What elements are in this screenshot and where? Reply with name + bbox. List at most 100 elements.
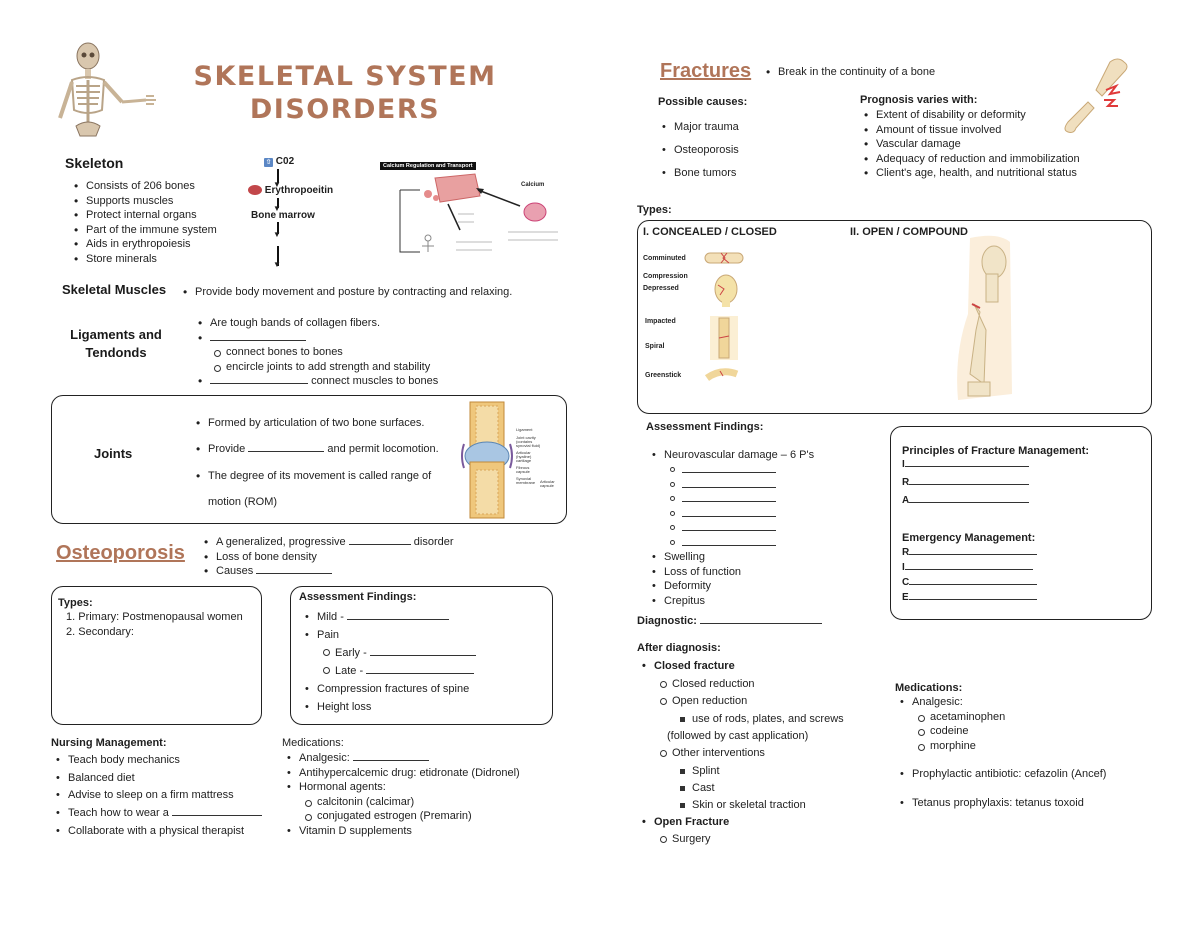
ligaments-heading: Ligaments and Tendonds — [55, 326, 177, 362]
blank-line — [909, 493, 1030, 503]
emergency-row: C — [902, 575, 1038, 590]
list-item: Amount of tissue involved — [860, 123, 1080, 138]
fracture-type-label: Compression — [643, 273, 688, 280]
closed-heading: I. CONCEALED / CLOSED — [643, 226, 777, 238]
list-item-text: Primary: Postmenopausal women — [78, 611, 243, 623]
list-item: •Teach body mechanics — [56, 754, 180, 766]
blank-line — [248, 442, 325, 452]
list-item: calcitonin (calcimar) — [303, 795, 520, 810]
management-box — [890, 426, 1152, 620]
list-item — [668, 478, 814, 493]
nursing-heading: Nursing Management: — [51, 737, 167, 749]
emergency-letter: E — [902, 592, 909, 603]
osteoporosis-list: A generalized, progressive disorder Loss… — [200, 535, 454, 579]
list-item: •Teach how to wear a — [54, 805, 262, 823]
emergency-letter: I — [902, 562, 905, 573]
joint-diagram: Ligament Joint cavity (contains synovial… — [460, 400, 560, 520]
list-item: morphine — [916, 739, 1106, 754]
list-item-blank: connect bones to bones encircle joints t… — [194, 331, 438, 375]
list-item-text: Secondary: — [78, 625, 134, 638]
list-item: •Pain — [305, 629, 340, 641]
list-item-blank: Provide and permit locomotion. — [192, 442, 439, 457]
blank-line — [904, 457, 1029, 467]
list-item-text: Teach how to wear a — [68, 807, 169, 820]
blank-line — [909, 575, 1038, 585]
list-item-text: Late - — [335, 665, 364, 677]
blank-line — [682, 478, 776, 488]
list-item-text: Osteoporosis — [674, 144, 739, 156]
emergency-row: I — [902, 560, 1037, 575]
list-item-blank: Causes — [200, 564, 454, 579]
list-item: •Bone tumors — [662, 167, 737, 179]
list-item: Extent of disability or deformity — [860, 108, 1080, 123]
bone-marrow-label: Bone marrow — [251, 210, 315, 221]
list-item-text: Analgesic: — [912, 696, 963, 708]
list-item: acetaminophen — [916, 710, 1106, 725]
kidney-icon — [248, 185, 262, 196]
fracture-af-list: •Neurovascular damage – 6 P's •Swelling … — [650, 447, 814, 608]
list-item: The degree of its movement is called ran… — [192, 469, 439, 510]
prognosis-heading: Prognosis varies with: — [860, 94, 978, 106]
list-item-text: Loss of function — [664, 565, 742, 578]
list-item-text: Teach body mechanics — [68, 754, 180, 766]
open-heading: II. OPEN / COMPOUND — [850, 226, 968, 238]
list-item: Provide body movement and posture by con… — [179, 285, 512, 300]
diagram-label: Articular capsule — [540, 479, 555, 488]
list-item: connect bones to bones — [212, 345, 438, 360]
osteo-med-heading: Medications: — [282, 737, 344, 749]
list-item-text: Closed fracture — [654, 660, 735, 672]
list-item-text: Bone tumors — [674, 167, 737, 179]
list-item: •Tetanus prophylaxis: tetanus toxoid — [900, 796, 1084, 809]
fractures-definition-list: Break in the continuity of a bone — [762, 65, 935, 80]
blank-line — [682, 521, 776, 531]
list-item — [668, 521, 814, 536]
impacted-fracture-icon — [710, 316, 738, 360]
list-item-text: connect muscles to bones — [311, 375, 439, 387]
list-item-text: Tetanus prophylaxis: tetanus toxoid — [912, 796, 1084, 809]
diagram-caption: Calcium Regulation and Transport — [380, 162, 476, 170]
list-item-text: Balanced diet — [68, 771, 135, 784]
list-item-text: A generalized, progressive — [216, 536, 346, 548]
osteo-types-heading: Types: — [58, 597, 93, 609]
list-item: Break in the continuity of a bone — [762, 65, 935, 80]
list-item: Client's age, health, and nutritional st… — [860, 166, 1080, 181]
principles-heading: Principles of Fracture Management: — [902, 445, 1090, 457]
list-item: Are tough bands of collagen fibers. — [194, 316, 438, 331]
list-item: •Loss of function — [652, 565, 742, 578]
blank-line — [682, 492, 776, 502]
osteoporosis-heading: Osteoporosis — [56, 542, 185, 564]
diagram-label: Synovial membrane — [516, 476, 536, 485]
fracture-med-heading: Medications: — [895, 682, 963, 694]
list-item-text: Prophylactic antibiotic: cefazolin (Ance… — [912, 768, 1107, 780]
list-item: codeine — [916, 724, 1106, 739]
muscles-heading: Skeletal Muscles — [62, 282, 167, 297]
list-item-text: Swelling — [664, 551, 705, 563]
list-item-blank: A generalized, progressive disorder — [200, 535, 454, 550]
principle-row: A — [902, 492, 1030, 510]
list-item: •Osteoporosis — [662, 144, 739, 156]
list-item: •Advise to sleep on a firm mattress — [56, 789, 234, 802]
list-item: 2. Secondary: — [66, 625, 134, 638]
list-item: conjugated estrogen (Premarin) — [303, 809, 520, 824]
list-item: •Closed fracture — [642, 660, 735, 672]
list-item: Cast — [678, 780, 844, 797]
list-item: •Deformity — [652, 580, 712, 592]
blank-line — [682, 507, 776, 517]
calcium-label: Calcium — [521, 182, 545, 188]
list-item: •Major trauma — [662, 121, 739, 133]
fracture-type-label: Greenstick — [645, 372, 682, 379]
fracture-type-label: Comminuted — [643, 255, 686, 262]
list-item-text: Crepitus — [664, 594, 705, 607]
fractures-heading: Fractures — [660, 60, 752, 82]
ligaments-heading-line1: Ligaments and — [70, 327, 162, 342]
nursing-list: •Teach body mechanics •Balanced diet •Ad… — [54, 752, 262, 841]
list-item-text: and permit locomotion. — [327, 443, 439, 455]
blank-line — [682, 536, 776, 546]
list-item: Loss of bone density — [200, 550, 454, 565]
list-item: Vascular damage — [860, 137, 1080, 152]
principle-row: R — [902, 474, 1030, 492]
list-item: •Collaborate with a physical therapist — [56, 824, 245, 837]
list-item-text: Major trauma — [674, 121, 739, 133]
list-item: Open reduction — [658, 693, 844, 711]
muscles-list: Provide body movement and posture by con… — [179, 285, 512, 300]
